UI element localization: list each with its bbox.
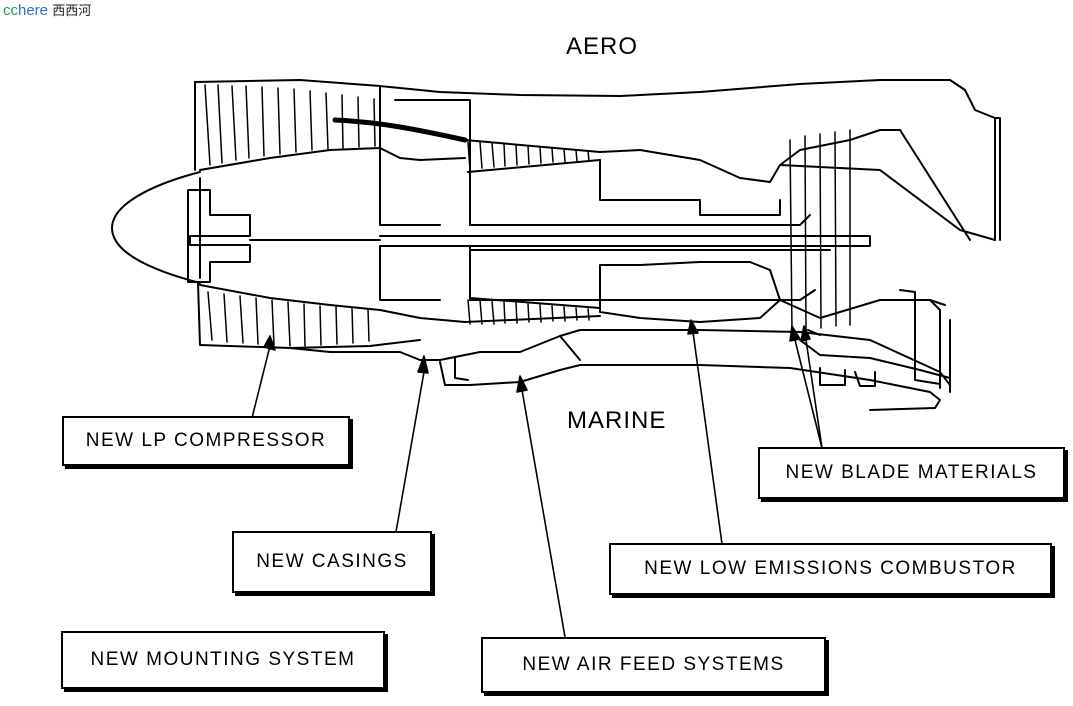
- bleed-band-upper: [332, 117, 468, 143]
- marine-casing: [289, 329, 951, 386]
- callout-casings: NEW CASINGS: [232, 531, 432, 593]
- watermark-here: here: [18, 2, 49, 19]
- lp-inner-flowpath-lower: [199, 284, 466, 323]
- callout-air-feed-systems: NEW AIR FEED SYSTEMS: [481, 637, 826, 693]
- nose-cone: [111, 171, 201, 284]
- watermark-site: 西西河: [52, 4, 92, 19]
- lp-inner-flowpath-upper: [199, 147, 466, 171]
- outer-casing-upper: [194, 79, 996, 241]
- leader-arrows: [251, 319, 823, 638]
- spinner-hub: [187, 189, 251, 283]
- main-shaft: [379, 235, 871, 247]
- lp-compressor-blades-upper: [204, 84, 376, 166]
- combustor-lower: [599, 261, 781, 323]
- watermark-cc: cc: [3, 2, 18, 19]
- combustor-upper: [599, 129, 901, 183]
- marine-heading: MARINE: [567, 407, 667, 434]
- hp-compressor-blades-upper: [467, 141, 590, 171]
- marine-casing-lower: [439, 361, 941, 411]
- aero-heading: AERO: [566, 33, 639, 60]
- callout-mounting-system: NEW MOUNTING SYSTEM: [61, 631, 385, 689]
- outer-casing-lower: [197, 282, 421, 349]
- callout-low-emissions-combustor: NEW LOW EMISSIONS COMBUSTOR: [609, 543, 1052, 595]
- exhaust-upper: [899, 129, 971, 241]
- watermark: cchere 西西河: [3, 2, 91, 21]
- exhaust-struts: [899, 289, 941, 385]
- callout-blade-materials: NEW BLADE MATERIALS: [758, 447, 1065, 499]
- lp-compressor-blades-lower: [207, 291, 370, 347]
- callout-lp-compressor: NEW LP COMPRESSOR: [62, 416, 350, 466]
